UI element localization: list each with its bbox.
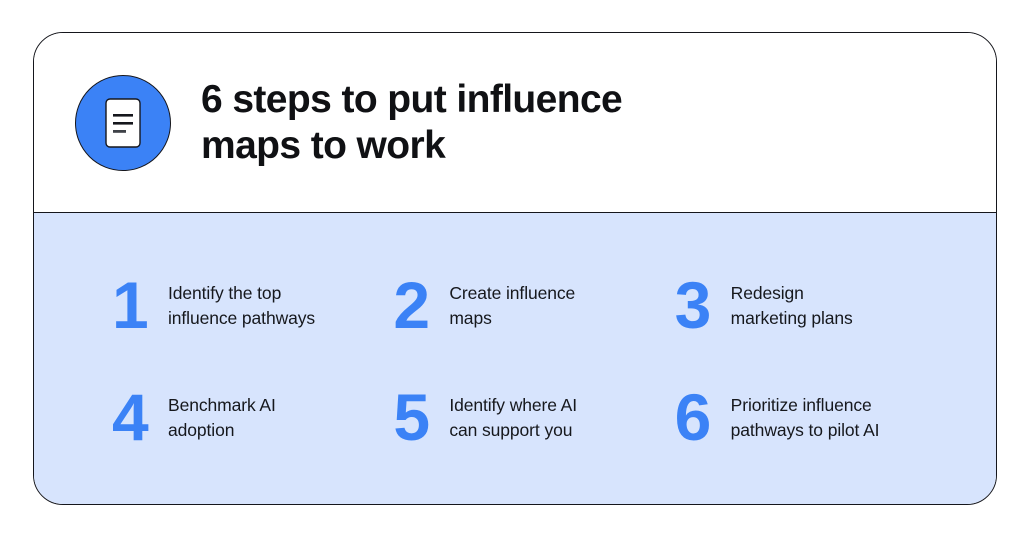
steps-card: 6 steps to put influence maps to work 1 … <box>33 32 997 505</box>
step-label-1-line-2: influence pathways <box>168 308 316 328</box>
document-icon <box>75 74 171 171</box>
step-label-6-line-2: pathways to pilot AI <box>730 420 880 440</box>
step-label-5-line-2: can support you <box>449 420 573 440</box>
step-item-4: 4 Benchmark AI adoption <box>112 365 393 471</box>
step-number-5: 5 <box>393 380 430 454</box>
step-number-2: 2 <box>393 268 430 342</box>
card-body: 1 Identify the top influence pathways 2 … <box>34 213 996 504</box>
page-title: 6 steps to put influence maps to work <box>201 77 623 169</box>
step-label-5-line-1: Identify where AI <box>449 395 578 415</box>
card-header: 6 steps to put influence maps to work <box>34 33 996 213</box>
step-label-4: Benchmark AI adoption <box>168 393 276 443</box>
step-label-4-line-1: Benchmark AI <box>168 395 276 415</box>
step-label-3-line-1: Redesign <box>730 283 804 303</box>
step-number-3: 3 <box>674 268 712 342</box>
step-label-4-line-2: adoption <box>168 420 235 440</box>
page-title-line-1: 6 steps to put influence <box>201 77 623 121</box>
step-label-1-line-1: Identify the top <box>168 283 282 303</box>
step-label-3-line-2: marketing plans <box>730 308 853 328</box>
step-label-1: Identify the top influence pathways <box>168 281 315 331</box>
step-label-2: Create influence maps <box>449 281 575 331</box>
step-number-1: 1 <box>112 268 149 342</box>
step-label-5: Identify where AI can support you <box>449 393 577 443</box>
step-label-3: Redesign marketing plans <box>731 281 853 331</box>
step-label-6-line-1: Prioritize influence <box>730 395 872 415</box>
step-number-6: 6 <box>674 380 712 454</box>
step-number-4: 4 <box>112 380 149 454</box>
step-label-2-line-1: Create influence <box>449 283 576 303</box>
page-title-line-2: maps to work <box>201 123 446 167</box>
step-item-6: 6 Prioritize influence pathways to pilot… <box>675 365 956 471</box>
step-label-2-line-2: maps <box>449 308 492 328</box>
step-label-6: Prioritize influence pathways to pilot A… <box>731 393 880 443</box>
step-item-2: 2 Create influence maps <box>393 253 674 359</box>
step-item-5: 5 Identify where AI can support you <box>393 365 674 471</box>
steps-grid: 1 Identify the top influence pathways 2 … <box>74 243 956 471</box>
step-item-3: 3 Redesign marketing plans <box>675 253 956 359</box>
step-item-1: 1 Identify the top influence pathways <box>112 253 393 359</box>
